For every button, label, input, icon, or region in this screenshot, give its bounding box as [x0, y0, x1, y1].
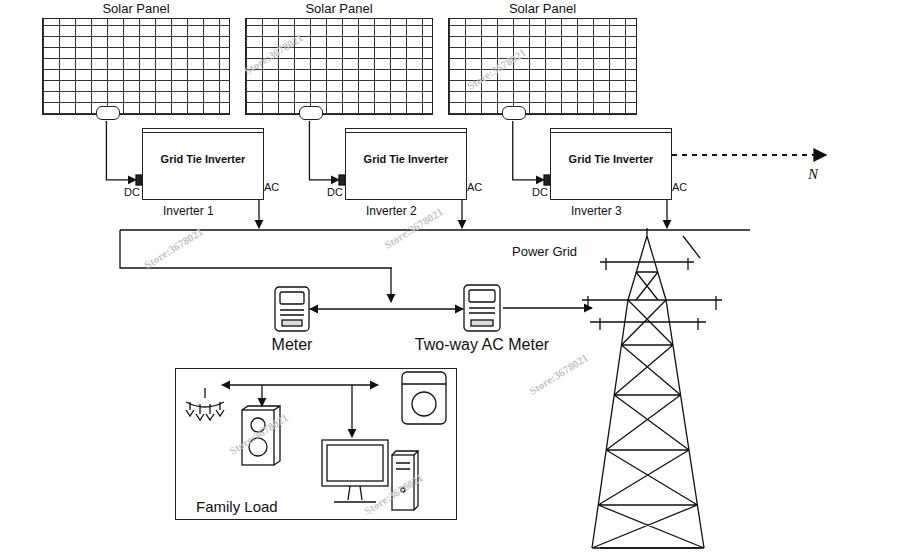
grid-label: Power Grid [510, 244, 579, 259]
port-label: DC [532, 186, 548, 198]
panel-cells [246, 19, 432, 114]
solar-panel: Solar Panel [245, 18, 433, 115]
inverter-title: Grid Tie Inverter [143, 153, 263, 165]
port-label: AC [672, 181, 687, 193]
watermark: Store:3678021 [527, 351, 590, 397]
panel-title: Solar Panel [246, 1, 432, 16]
inverter-box: Grid Tie InverterInverter 1 [142, 128, 264, 200]
inverter-title: Grid Tie Inverter [551, 153, 671, 165]
washer-icon [402, 372, 446, 424]
tower-bracing [592, 272, 704, 548]
continuation-arrow [814, 149, 826, 161]
meter-label: Two-way AC Meter [415, 336, 549, 354]
export-wire [503, 307, 592, 308]
inverter-box: Grid Tie InverterInverter 2 [345, 128, 467, 200]
connector [310, 308, 463, 309]
inverter-label: Inverter 3 [571, 204, 622, 218]
chandelier-icon [186, 388, 224, 420]
inverter-label: Inverter 1 [163, 204, 214, 218]
group-title: Family Load [196, 498, 278, 515]
port-label: DC [124, 186, 140, 198]
meter-box: Meter [274, 286, 310, 332]
family-load-box: Family Load [175, 368, 457, 520]
junction-box [96, 106, 120, 120]
direction-label: N [808, 166, 818, 183]
watermark: Store:3678021 [142, 225, 205, 271]
panel-title: Solar Panel [43, 1, 229, 16]
panel-cells [43, 19, 229, 114]
port-label: DC [327, 186, 343, 198]
connector [513, 121, 544, 180]
junction-box [502, 106, 526, 120]
solar-panel: Solar Panel [42, 18, 230, 115]
transmission-tower [582, 228, 722, 548]
load-feed [261, 385, 262, 406]
connector [309, 121, 339, 180]
connector [106, 121, 136, 180]
monitor-icon [322, 440, 388, 502]
inverter-title: Grid Tie Inverter [346, 153, 466, 165]
junction-box [299, 106, 323, 120]
solar-panel: Solar Panel [448, 18, 637, 115]
inverter-box: Grid Tie InverterInverter 3 [550, 128, 672, 200]
port-label: AC [264, 181, 279, 193]
load-bus [222, 384, 378, 385]
bus-drop [390, 268, 391, 302]
panel-cells [449, 19, 636, 114]
meter-icon [463, 284, 501, 332]
panel-title: Solar Panel [449, 1, 636, 16]
port-label: AC [467, 181, 482, 193]
meter-icon [274, 286, 310, 332]
continuation-line [672, 154, 822, 156]
load-feed [351, 385, 352, 437]
meter-label: Meter [272, 336, 313, 354]
inverter-label: Inverter 2 [366, 204, 417, 218]
meter-box: Two-way AC Meter [463, 284, 501, 332]
